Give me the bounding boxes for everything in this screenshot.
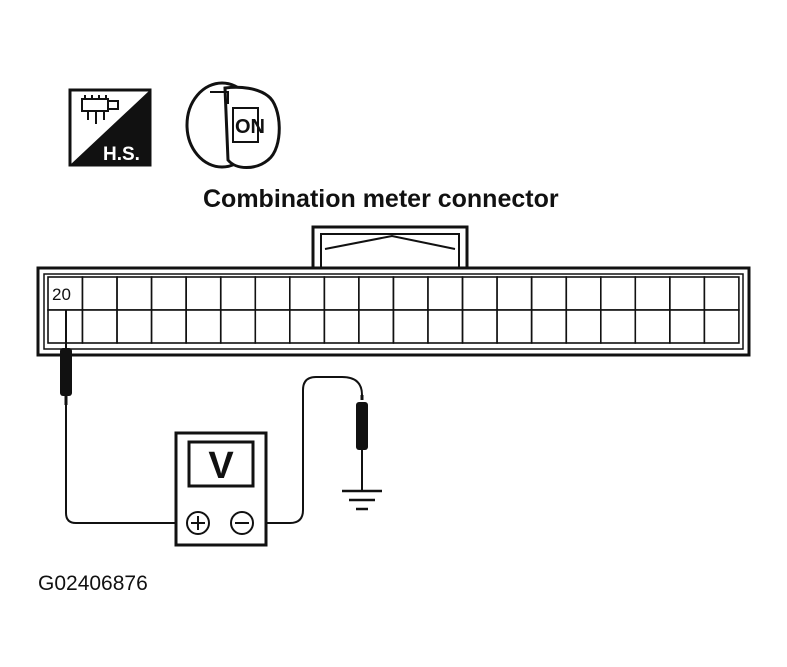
pin-cavity [703, 309, 740, 344]
pin-cavity [116, 276, 153, 311]
connector-body [36, 225, 751, 357]
pin-cavity [530, 309, 568, 344]
ignition-on-label: ON [235, 116, 265, 138]
pin-cavity [254, 276, 291, 311]
pin-cavity [150, 309, 187, 344]
pin-cavity [220, 276, 257, 311]
pin-cavity [185, 276, 222, 311]
pin-cavity [669, 309, 706, 344]
pin-cavity [599, 276, 637, 311]
pin-cavity [461, 309, 498, 344]
test-leads [65, 376, 363, 524]
pin-cavity [669, 276, 706, 311]
pin-20-label: 20 [52, 285, 71, 304]
negative-probe [356, 395, 368, 490]
pin-cavity [254, 309, 291, 344]
voltmeter-symbol: V [208, 445, 234, 487]
connector-pin-grid [47, 276, 740, 344]
pin-cavity [392, 309, 429, 344]
pin-cavity [530, 276, 568, 311]
pin-cavity [634, 309, 671, 344]
pin-cavity [220, 309, 257, 344]
pin-cavity [323, 276, 360, 311]
figure-code: G02406876 [38, 572, 148, 595]
pin-cavity [496, 276, 533, 311]
pin-cavity [185, 309, 222, 344]
pin-cavity [81, 309, 118, 344]
pin-cavity [599, 309, 637, 344]
connector-title: Combination meter connector [203, 185, 559, 213]
pin-cavity [461, 276, 498, 311]
pin-cavity [116, 309, 153, 344]
pin-cavity [496, 309, 533, 344]
pin-cavity [150, 276, 187, 311]
pin-cavity [323, 309, 360, 344]
ground-icon [342, 489, 382, 511]
hot-shot-connector-icon [81, 95, 119, 124]
pin-cavity [427, 309, 464, 344]
pin-cavity [358, 309, 395, 344]
pin-cavity [81, 276, 118, 311]
pin-cavity [634, 276, 671, 311]
pin-cavity [392, 276, 429, 311]
hs-label: H.S. [103, 144, 140, 165]
harness-side-icon: H.S. [68, 88, 152, 167]
pin-cavity [703, 276, 740, 311]
pin-cavity [427, 276, 464, 311]
pin-cavity [565, 276, 602, 311]
pin-cavity [288, 276, 326, 311]
voltmeter: V [174, 431, 268, 547]
ignition-key-icon: ON [185, 81, 281, 169]
pin-cavity [565, 309, 602, 344]
pin-cavity [288, 309, 326, 344]
positive-probe [60, 310, 72, 405]
pin-cavity [358, 276, 395, 311]
